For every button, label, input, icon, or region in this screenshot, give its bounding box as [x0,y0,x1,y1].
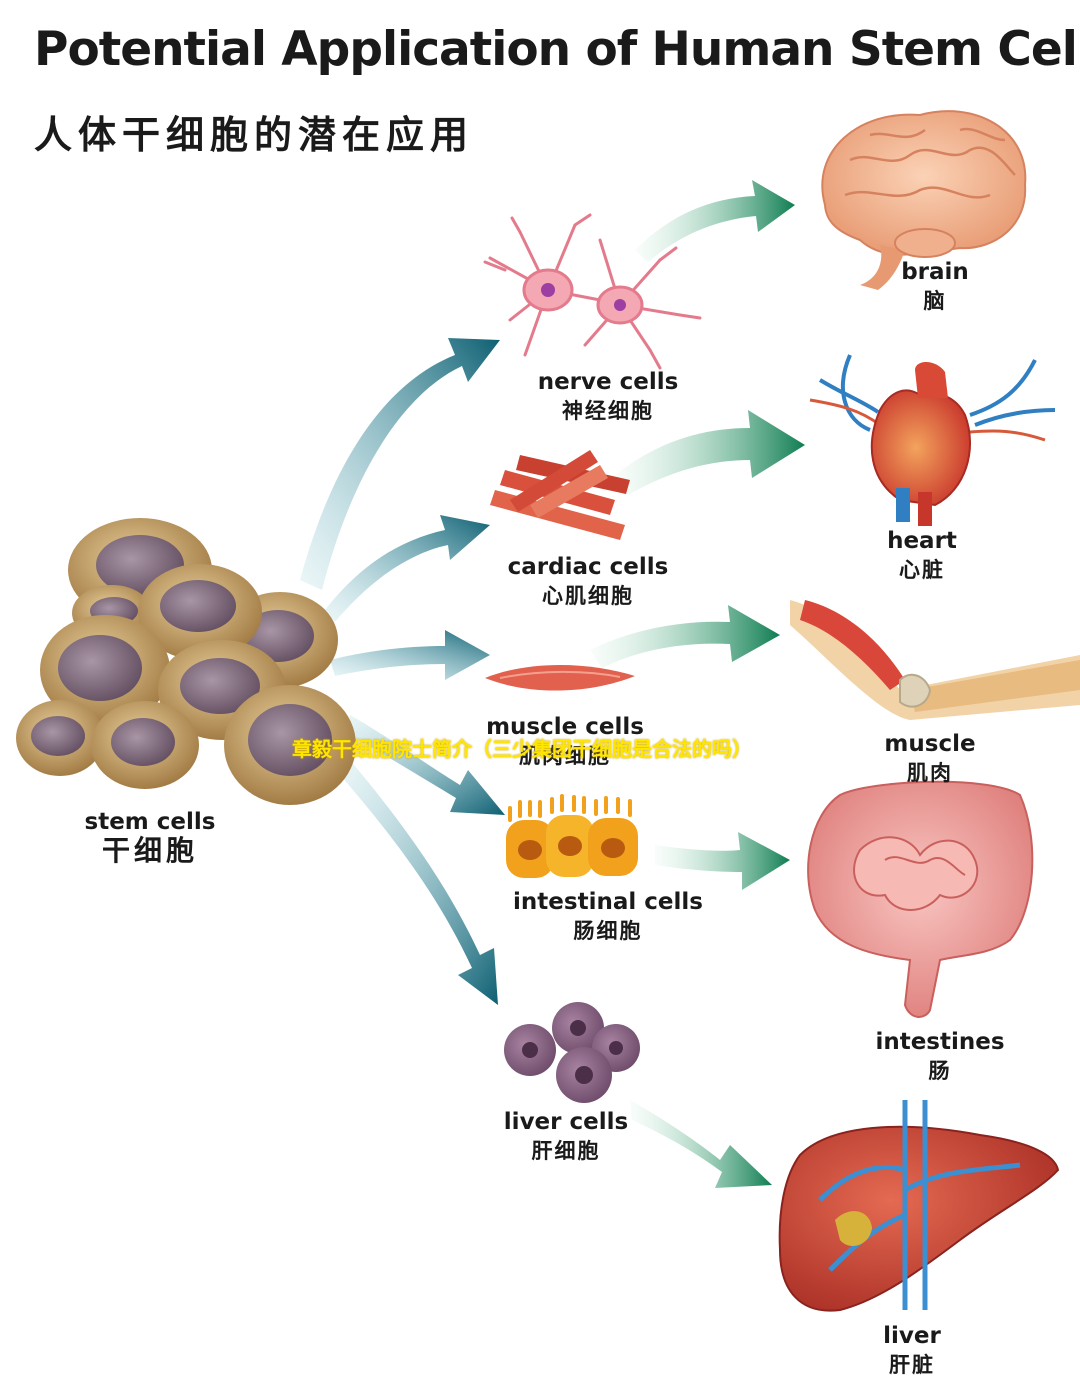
cardiac-cells-illustration [490,450,630,540]
intestinal-cells-label-en: intestinal cells [513,889,703,915]
muscle-label-en: muscle [884,731,976,757]
muscle-label-zh: 肌肉 [907,761,953,785]
intestines-illustration [807,780,1034,1018]
arrow-stem-to-muscle [330,630,490,680]
heart-label-en: heart [887,528,957,554]
liver-label-zh: 肝脏 [888,1353,935,1377]
liver-label-en: liver [883,1323,941,1349]
liver-cells-label-en: liver cells [503,1109,629,1135]
muscle-cells-label-en: muscle cells [486,714,644,740]
liver-cells-illustration [504,1002,640,1103]
arrow-stem-to-nerve [300,338,500,590]
muscle-arm-illustration [790,600,1080,720]
intestines-label-en: intestines [875,1029,1005,1055]
heart-label-zh: 心脏 [899,558,945,582]
arrow-stem-to-liver [340,760,498,1005]
muscle-cell-illustration [485,665,635,691]
page-subtitle: 人体干细胞的潜在应用 [34,113,475,157]
brain-label: brain 脑 [901,258,969,315]
intestinal-cells-label-zh: 肠细胞 [573,919,643,943]
liver-label: liver 肝脏 [883,1322,941,1379]
nerve-cells-label: nerve cells 神经细胞 [538,368,679,425]
muscle-cells-label-zh: 肌肉细胞 [518,744,611,768]
intestinal-cells-illustration [506,794,638,878]
liver-illustration [778,1100,1060,1312]
cardiac-cells-label: cardiac cells 心肌细胞 [508,553,669,610]
liver-cells-label: liver cells 肝细胞 [504,1108,628,1165]
arrow-liver-to-liver [630,1100,772,1188]
stem-cells-label: stem cells 干细胞 [85,808,216,865]
nerve-cells-label-zh: 神经细胞 [561,399,654,423]
intestinal-cells-label: intestinal cells 肠细胞 [513,888,703,945]
stem-cells-label-en: stem cells [84,809,216,835]
nerve-cells-illustration [483,213,702,370]
intestines-label: intestines 肠 [875,1028,1004,1085]
arrow-intestinal-to-intestines [655,832,790,890]
stem-cells-label-zh: 干细胞 [101,834,199,867]
arrow-stem-to-intestinal [345,715,505,815]
heart-illustration [809,354,1056,526]
cardiac-cells-label-en: cardiac cells [507,554,669,580]
nerve-cells-label-en: nerve cells [537,369,679,395]
page-title: Potential Application of Human Stem Cell… [34,22,1080,77]
brain-label-zh: 脑 [923,289,947,313]
liver-cells-label-zh: 肝细胞 [531,1139,601,1163]
arrow-muscle-to-muscle [590,605,780,668]
cardiac-cells-label-zh: 心肌细胞 [541,584,634,608]
arrow-nerve-to-brain [635,180,795,262]
brain-illustration [821,110,1027,290]
arrow-stem-to-cardiac [325,515,490,622]
heart-label: heart 心脏 [887,527,957,584]
intestines-label-zh: 肠 [928,1059,952,1083]
brain-label-en: brain [901,259,969,285]
stem-cell-cluster-illustration [16,518,356,805]
muscle-cells-label: muscle cells 肌肉细胞 [486,713,644,770]
overlay-caption: 章毅干细胞院士简介（三少集团干细胞是合法的吗） [292,737,752,761]
arrow-cardiac-to-heart [615,410,805,495]
muscle-label: muscle 肌肉 [884,730,975,787]
